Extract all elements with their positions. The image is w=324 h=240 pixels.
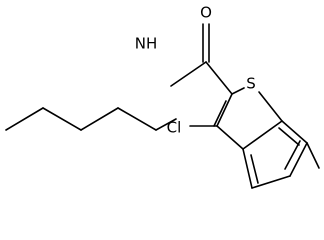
bond-c4-c5 (251, 175, 291, 189)
bond-chain-2 (42, 107, 82, 131)
bond-n-carbonyl (170, 61, 207, 87)
atom-label-nh: NH (135, 35, 158, 53)
bond-c3a-c7a (242, 120, 283, 150)
bond-c2-c3 (216, 93, 233, 127)
bond-s-c7a (258, 91, 283, 122)
atom-labels: O NH S Cl (135, 4, 256, 137)
bond-chain-n (155, 118, 177, 131)
bond-c6-methyl (306, 142, 320, 169)
atom-label-cl: Cl (167, 119, 182, 137)
bond-c5-c6-inner (284, 140, 301, 170)
bond-c2-c3-inner (213, 100, 227, 127)
bond-c5-c6 (289, 142, 308, 177)
molecule-structure: O NH S Cl (5, 4, 320, 189)
bond-c3a-c4 (242, 148, 253, 189)
bond-c6-c7 (281, 120, 308, 144)
bond-c7-c7a-inner (278, 127, 300, 146)
bond-chain-3 (80, 107, 119, 131)
atom-label-s: S (246, 75, 256, 93)
bond-chain-1 (5, 107, 44, 131)
bond-c2-s (231, 87, 245, 95)
atom-label-o: O (200, 4, 212, 22)
bond-carbonyl-c2 (205, 61, 233, 95)
bond-c3a-c4-inner (250, 154, 259, 184)
bond-chain-4 (117, 107, 157, 131)
bond-c3-c3a (216, 125, 244, 150)
bonds (5, 23, 320, 189)
